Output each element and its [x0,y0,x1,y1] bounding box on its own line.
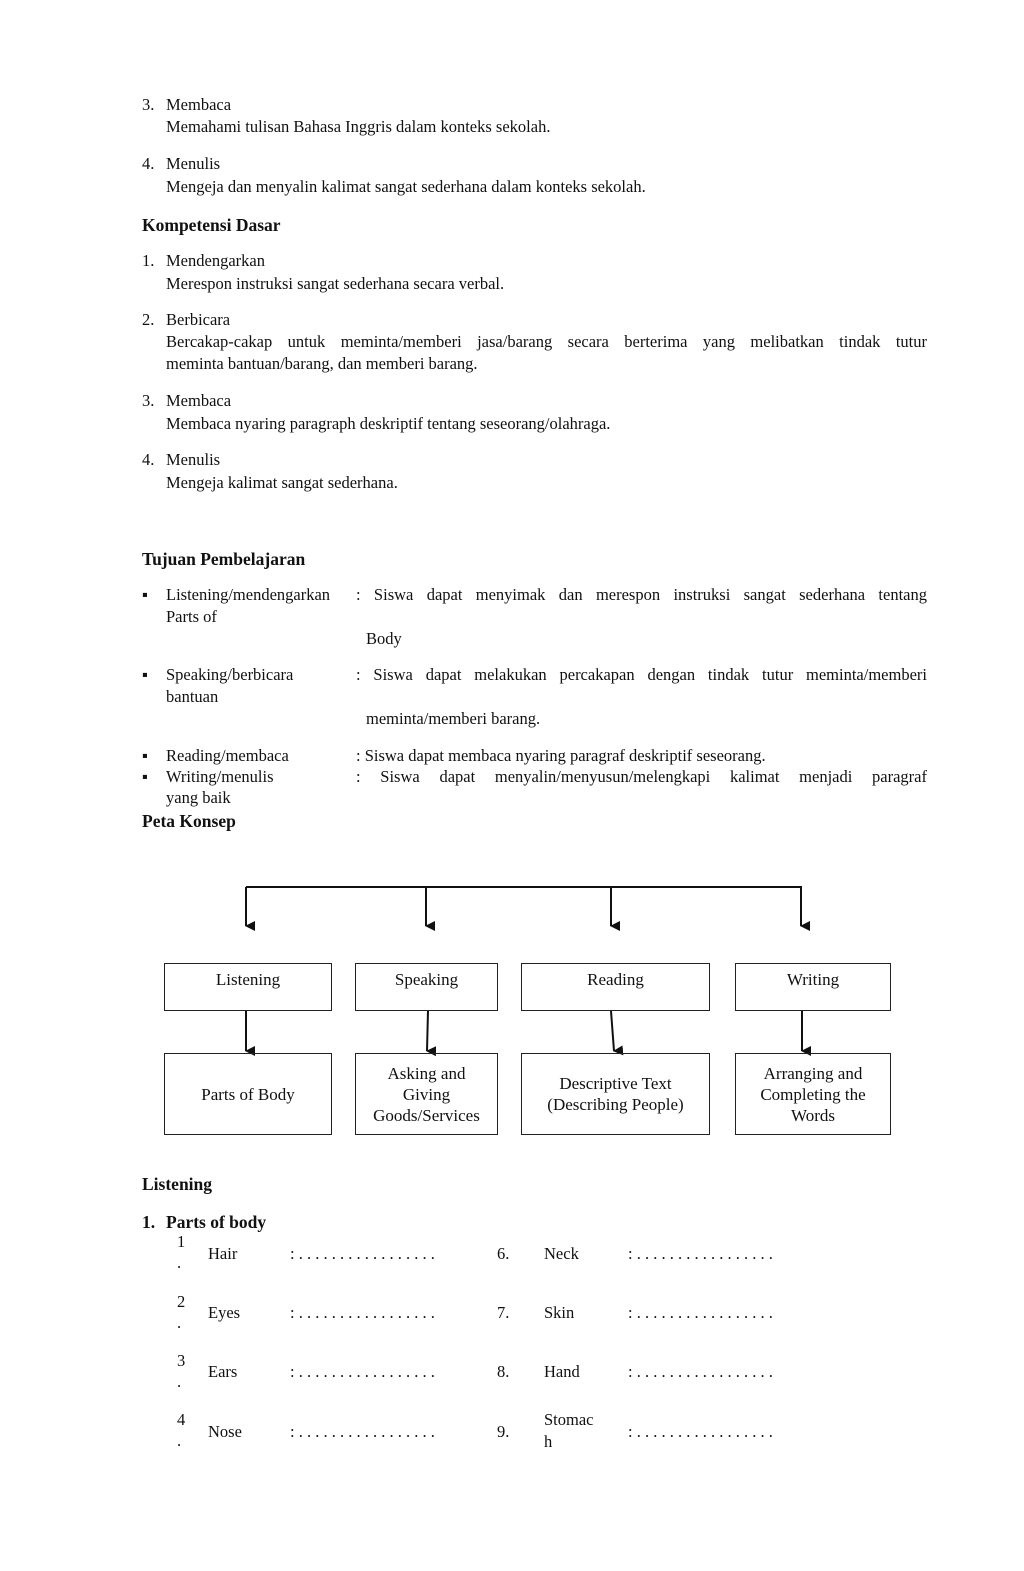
exercise-number: 3 [177,1351,186,1370]
topic-label: Asking and [387,1063,466,1083]
arrow-reading-to-topic [610,1010,624,1056]
bullet-icon: ▪ [142,585,148,604]
kd-item-4-title: Menulis [166,450,221,469]
sk-item-3-desc: Memahami tulisan Bahasa Inggris dalam ko… [166,117,551,136]
exercise-word: Hand [544,1362,580,1381]
topic-box-parts-of-body: Parts of Body [164,1053,332,1135]
tujuan-skill-listening-cont: Parts of [166,607,217,626]
concept-label: Reading [587,970,644,989]
topic-label: Arranging and [763,1063,863,1083]
exercise-number-dot: . [177,1313,182,1332]
answer-blank[interactable]: : . . . . . . . . . . . . . . . . . [290,1244,435,1263]
tujuan-heading: Tujuan Pembelajaran [142,549,306,569]
tujuan-desc-speaking-cont: meminta/memberi barang. [366,709,541,728]
exercise-number: 7. [497,1303,510,1322]
tujuan-skill-writing-cont: yang baik [166,788,231,807]
concept-box-speaking: Speaking [355,963,498,1011]
concept-box-reading: Reading [521,963,710,1011]
exercise-word-cont: h [544,1432,553,1451]
exercise-number-dot: . [177,1431,182,1450]
answer-blank[interactable]: : . . . . . . . . . . . . . . . . . [628,1362,773,1381]
exercise-number: 8. [497,1362,510,1381]
kd-item-2-number: 2. [142,310,155,329]
exercise-word: Neck [544,1244,579,1263]
tujuan-skill-speaking: Speaking/berbicara [166,665,294,684]
peta-konsep-heading: Peta Konsep [142,811,236,831]
kompetensi-dasar-heading: Kompetensi Dasar [142,215,281,235]
sk-item-4-desc: Mengeja dan menyalin kalimat sangat sede… [166,177,646,196]
tujuan-desc-reading: : Siswa dapat membaca nyaring paragraf d… [356,746,766,765]
tujuan-desc-listening-cont: Body [366,629,402,648]
topic-label: Giving [402,1084,451,1104]
tujuan-desc-speaking: : Siswa dapat melakukan percakapan denga… [356,665,927,684]
exercise-word: Stomac [544,1410,594,1429]
exercise-number: 4 [177,1410,186,1429]
exercise-number: 2 [177,1292,186,1311]
kd-item-2-desc-line1: Bercakap-cakap untuk meminta/memberi jas… [166,332,927,351]
topic-label: Goods/Services [373,1105,480,1125]
topic-box-arranging-completing: Arranging and Completing the Words [735,1053,891,1135]
exercise-number: 9. [497,1422,510,1441]
parts-of-body-number: 1. [142,1212,156,1232]
kd-item-3-title: Membaca [166,391,232,410]
concept-box-listening: Listening [164,963,332,1011]
sk-item-4-number: 4. [142,154,155,173]
sk-item-3-number: 3. [142,95,155,114]
topic-label: Words [791,1105,835,1125]
topic-label: Descriptive Text [559,1074,672,1093]
arrow-speaking-to-topic [426,1010,437,1057]
tujuan-skill-writing: Writing/menulis [166,767,274,786]
exercise-word: Ears [208,1362,238,1381]
bullet-icon: ▪ [142,746,148,765]
answer-blank[interactable]: : . . . . . . . . . . . . . . . . . [290,1422,435,1441]
tujuan-skill-listening: Listening/mendengarkan [166,585,331,604]
topic-label: Parts of Body [201,1084,295,1104]
exercise-word: Hair [208,1244,238,1263]
kd-item-3-number: 3. [142,391,155,410]
topic-label: (Describing People) [547,1095,684,1114]
sk-item-4-title: Menulis [166,154,221,173]
exercise-number: 6. [497,1244,510,1263]
parts-of-body-heading: Parts of body [166,1212,267,1232]
exercise-number-dot: . [177,1253,182,1272]
tujuan-skill-speaking-cont: bantuan [166,687,219,706]
tujuan-desc-listening: : Siswa dapat menyimak dan merespon inst… [356,585,927,604]
kd-item-3-desc: Membaca nyaring paragraph deskriptif ten… [166,414,611,433]
bullet-icon: ▪ [142,767,148,786]
exercise-number-dot: . [177,1372,182,1391]
kd-item-1-number: 1. [142,251,155,270]
topic-box-asking-giving: Asking and Giving Goods/Services [355,1053,498,1135]
concept-label: Listening [215,970,281,989]
concept-label: Writing [786,970,840,989]
kd-item-2-title: Berbicara [166,310,231,329]
answer-blank[interactable]: : . . . . . . . . . . . . . . . . . [628,1422,773,1441]
kd-item-4-desc: Mengeja kalimat sangat sederhana. [166,473,398,492]
exercise-word: Eyes [208,1303,241,1322]
concept-box-writing: Writing [735,963,891,1011]
answer-blank[interactable]: : . . . . . . . . . . . . . . . . . [628,1244,773,1263]
answer-blank[interactable]: : . . . . . . . . . . . . . . . . . [290,1303,435,1322]
kd-item-4-number: 4. [142,450,155,469]
sk-item-3-title: Membaca [166,95,232,114]
bullet-icon: ▪ [142,665,148,684]
exercise-number: 1 [177,1232,186,1251]
topic-label: Completing the [760,1084,866,1104]
topic-box-descriptive-text: Descriptive Text (Describing People) [521,1053,710,1135]
kd-item-2-desc-line2: meminta bantuan/barang, dan memberi bara… [166,354,478,373]
exercise-word: Nose [208,1422,242,1441]
listening-heading: Listening [142,1174,213,1194]
concept-label: Speaking [394,970,459,989]
answer-blank[interactable]: : . . . . . . . . . . . . . . . . . [290,1362,435,1381]
tujuan-skill-reading: Reading/membaca [166,746,289,765]
exercise-word: Skin [544,1303,575,1322]
kd-item-1-desc: Merespon instruksi sangat sederhana seca… [166,274,505,293]
tujuan-desc-writing: : Siswa dapat menyalin/menyusun/melengka… [356,767,927,786]
answer-blank[interactable]: : . . . . . . . . . . . . . . . . . [628,1303,773,1322]
kd-item-1-title: Mendengarkan [166,251,265,270]
